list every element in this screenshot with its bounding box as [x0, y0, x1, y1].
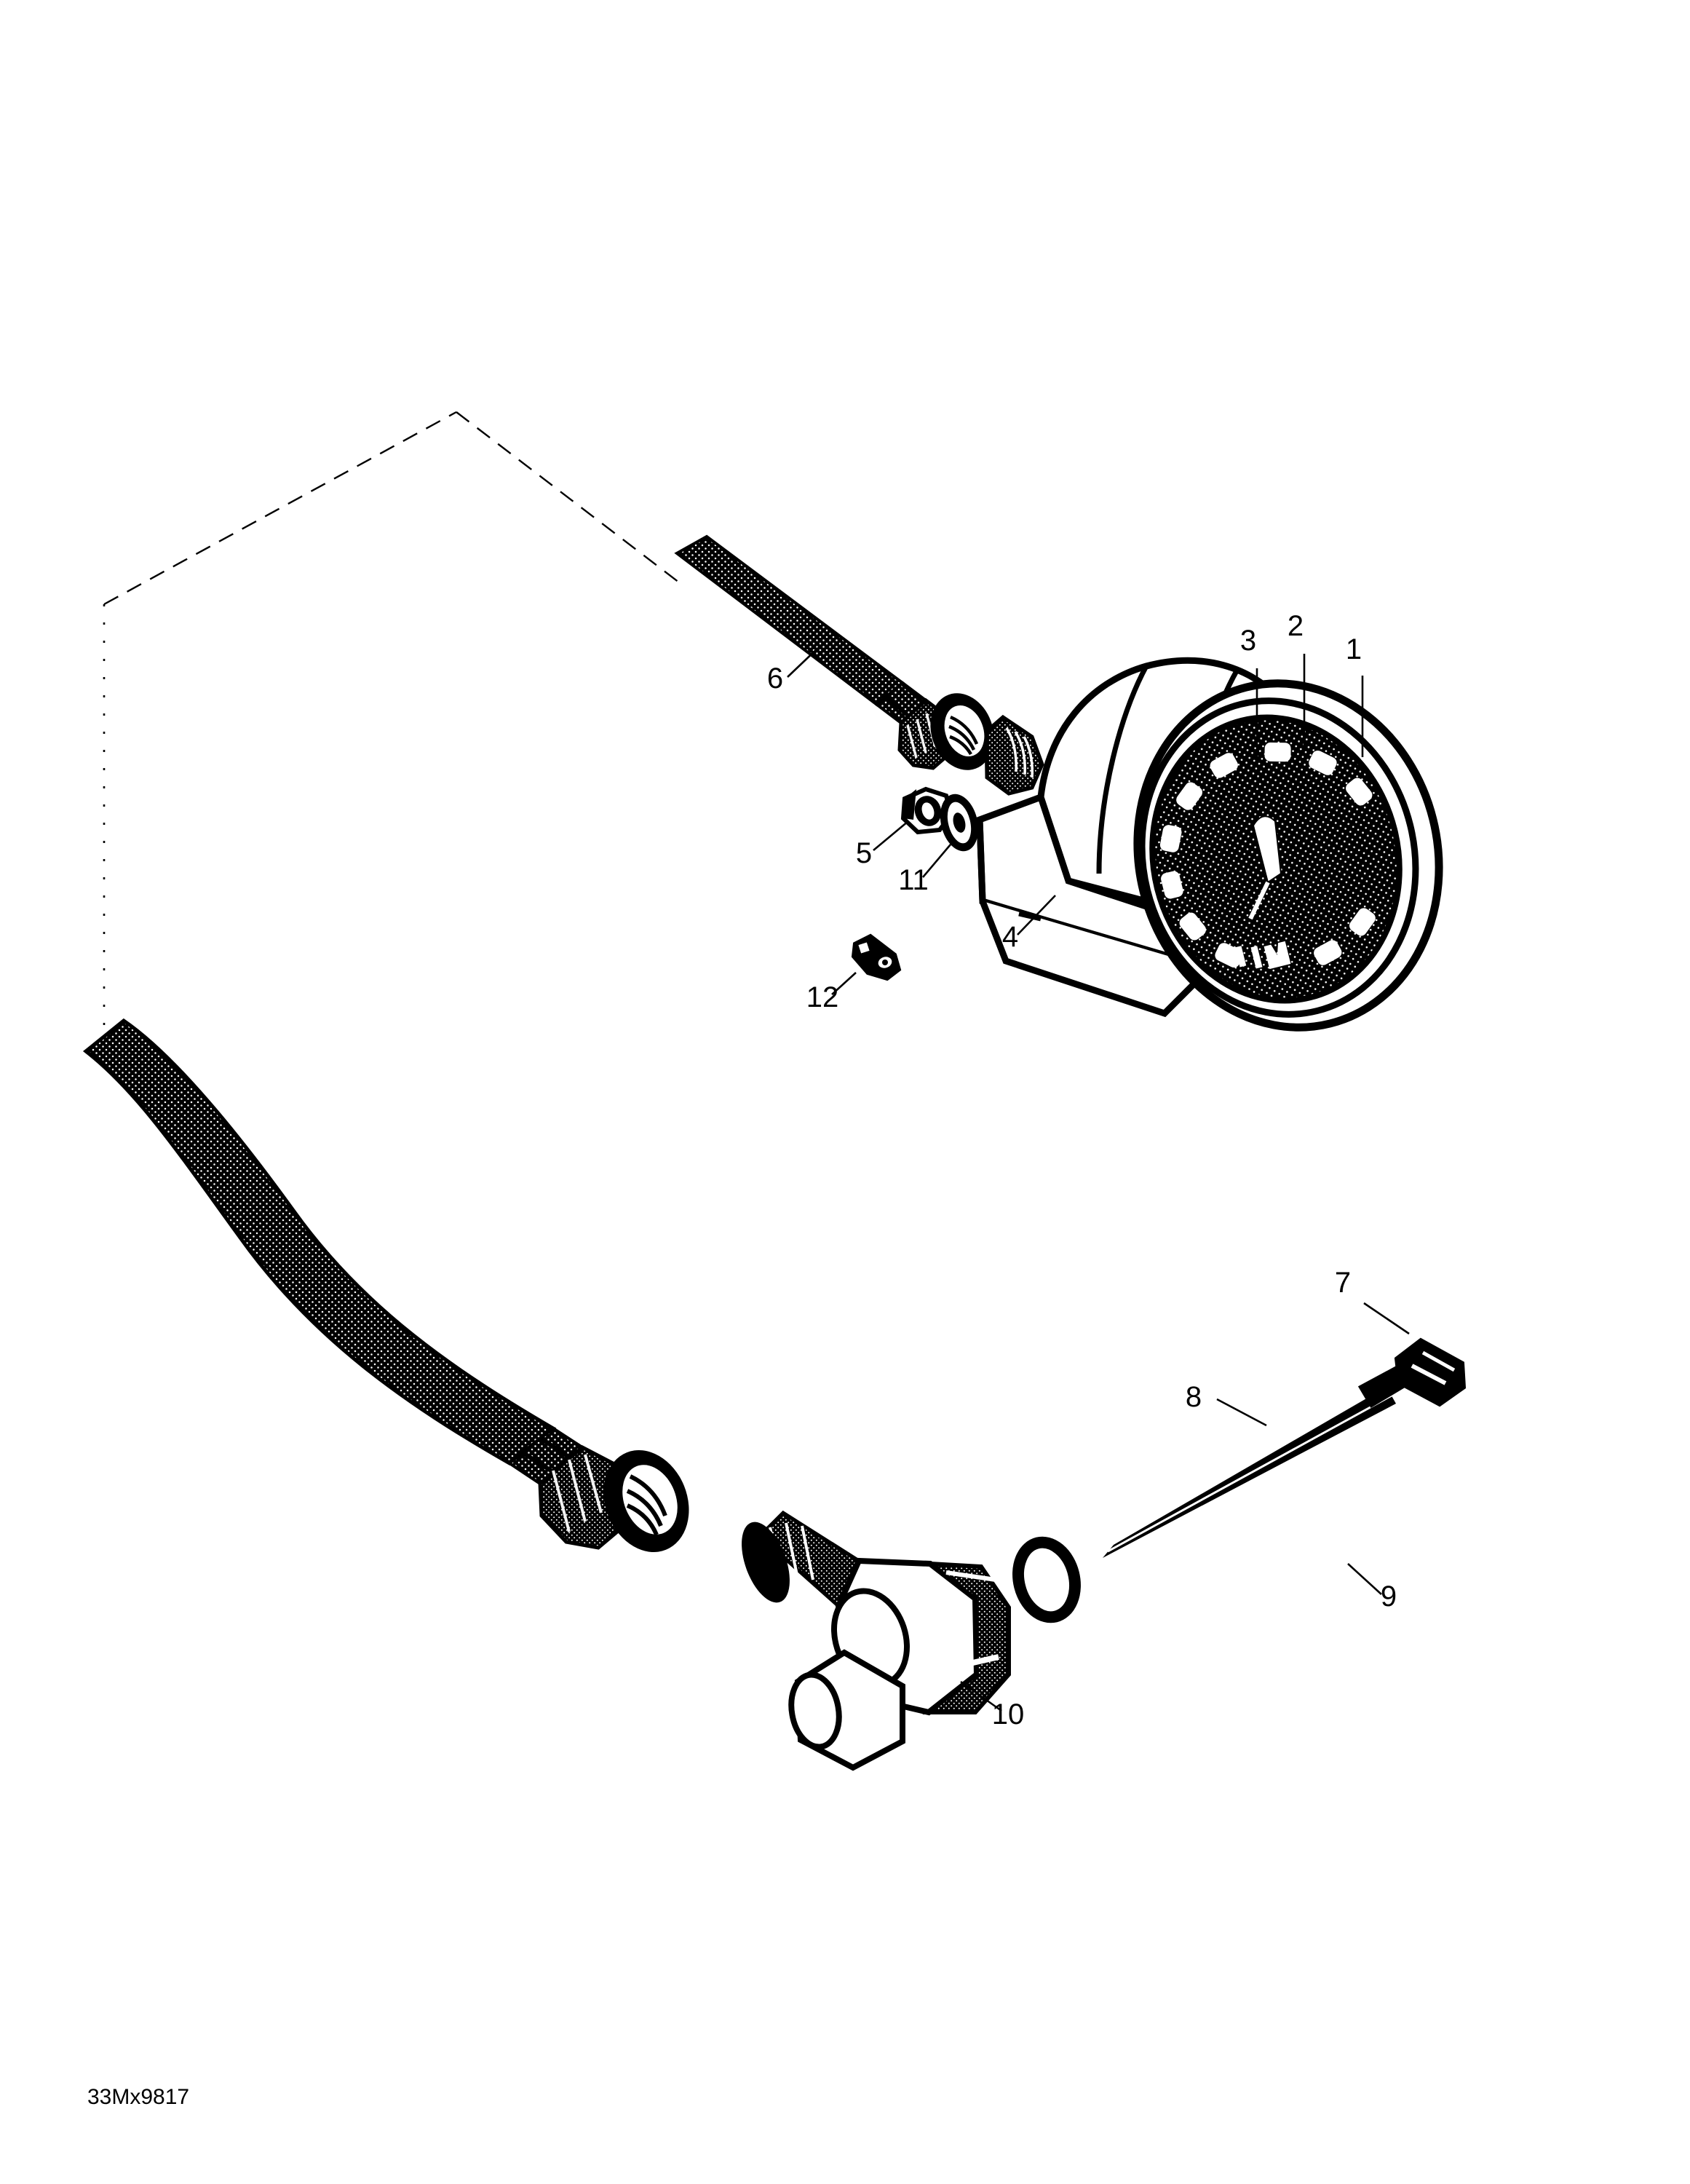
part-11-flat-washer [940, 794, 979, 852]
callout-8: 8 [1186, 1381, 1202, 1413]
callout-numbers: 1 2 3 4 5 6 7 8 9 10 11 12 [767, 610, 1397, 1730]
callout-5: 5 [856, 837, 872, 869]
callout-12: 12 [806, 981, 839, 1013]
callout-leader-lines [787, 647, 1410, 1712]
part-10-drive-elbow-housing [742, 1510, 1011, 1771]
callout-3: 3 [1240, 625, 1256, 657]
part-6-speedometer-cable-upper [674, 534, 994, 770]
part-12-wire-terminal-connector [851, 933, 902, 981]
part-8-drive-shaft [1103, 1366, 1410, 1558]
part-5-hex-nut [900, 786, 954, 835]
callout-4: 4 [1002, 921, 1018, 953]
callout-1: 1 [1346, 633, 1362, 665]
callout-6: 6 [767, 662, 783, 695]
callout-10: 10 [992, 1698, 1025, 1730]
callout-2: 2 [1288, 610, 1304, 642]
callout-9: 9 [1381, 1580, 1397, 1613]
part-7-drive-coupling [1394, 1337, 1467, 1407]
callout-7: 7 [1335, 1267, 1351, 1299]
construction-lines [103, 411, 680, 1048]
part-9-o-ring [1012, 1536, 1081, 1623]
callout-11: 11 [898, 864, 929, 896]
lower-speedometer-cable [82, 1018, 689, 1552]
diagram-reference-code: 33Mx9817 [87, 2085, 189, 2109]
gauge-dial-face [1149, 714, 1403, 1004]
